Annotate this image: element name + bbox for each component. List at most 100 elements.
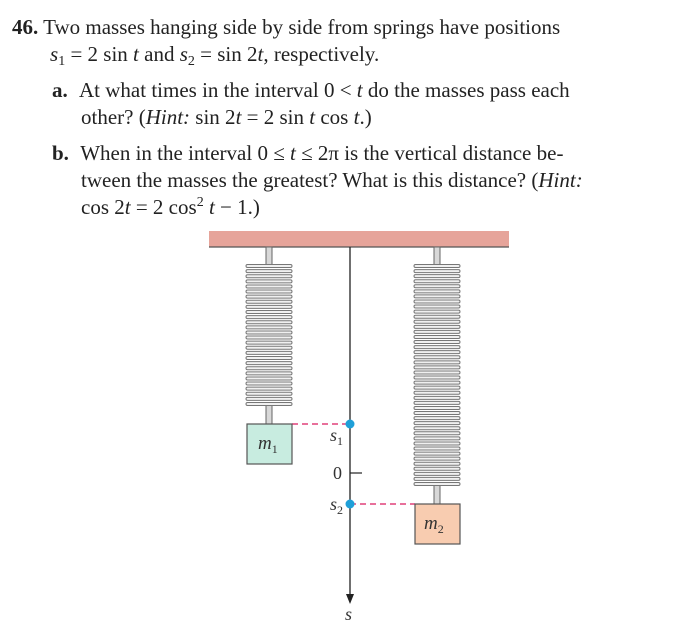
spring-coil [245, 396, 293, 401]
mass-2-m: m [424, 513, 438, 534]
part-a-hint-word: Hint: [145, 105, 191, 129]
spring-coil [413, 471, 461, 476]
part-a-line-1: a. At what times in the interval 0 < t d… [52, 77, 570, 103]
eq2-variable: s [179, 42, 188, 66]
spring-2 [413, 246, 461, 505]
s1-point [345, 419, 355, 429]
spring-coil [413, 289, 461, 294]
spring-coil [245, 325, 293, 330]
spring-coil [245, 340, 293, 345]
s-axis-label: s [345, 604, 352, 624]
spring-coil [413, 269, 461, 274]
part-b-hint-t2: t [203, 195, 215, 219]
spring-coil [413, 421, 461, 426]
part-b-hint-3: − 1.) [214, 195, 260, 219]
eq2-subscript: 2 [187, 54, 195, 69]
s-axis-arrowhead [346, 594, 354, 604]
eq2-rhs: = sin 2 [194, 42, 258, 66]
spring-coil [245, 284, 293, 289]
spring-coil [245, 304, 293, 309]
spring-coil [245, 335, 293, 340]
s1-label: s1 [330, 425, 343, 448]
spring-coil [413, 314, 461, 319]
mass-2-sub: 2 [438, 522, 444, 536]
part-a-text-2: do the masses pass each [362, 78, 570, 102]
problem-number: 46. [12, 15, 39, 39]
spring-coil [245, 320, 293, 325]
part-a-hint-1: sin 2 [190, 105, 236, 129]
spring-coil [245, 315, 293, 320]
spring-coil [413, 279, 461, 284]
part-b-hint-t1: t [124, 195, 131, 219]
mass-1-box [246, 423, 293, 465]
s1-sub: 1 [337, 434, 343, 448]
problem-line-2: s1 = 2 sin t and s2 = sin 2t, respective… [50, 41, 380, 69]
eq1-variable: s [50, 42, 59, 66]
part-b-hint-2: = 2 cos [130, 195, 197, 219]
spring-coil [413, 395, 461, 400]
mass-2-label: m2 [424, 513, 444, 536]
part-a-hint-2: = 2 sin [241, 105, 310, 129]
spring-coil [413, 334, 461, 339]
spring-coil [245, 350, 293, 355]
part-b-text-3: tween the masses the greatest? What is t… [81, 168, 539, 192]
part-b-line-1: b. When in the interval 0 ≤ t ≤ 2π is th… [52, 140, 563, 166]
spring-rod-bottom [265, 403, 273, 425]
spring-coil [413, 466, 461, 471]
part-b-line-3: cos 2t = 2 cos2 t − 1.) [81, 194, 260, 220]
spring-coil [413, 431, 461, 436]
spring-coil [413, 370, 461, 375]
spring-coil [413, 390, 461, 395]
spring-coil [413, 274, 461, 279]
spring-coil [413, 304, 461, 309]
spring-coil [413, 451, 461, 456]
part-a-hint-3: cos [315, 105, 354, 129]
part-a-hint-close: .) [359, 105, 372, 129]
spring-coil [413, 476, 461, 481]
spring-coil [413, 461, 461, 466]
spring-coil [413, 319, 461, 324]
respectively-text: , respectively. [263, 42, 380, 66]
eq1-t: t [133, 42, 139, 66]
part-a-label: a. [52, 78, 68, 102]
spring-coil [413, 380, 461, 385]
spring-coil [245, 381, 293, 386]
s2-label: s2 [330, 494, 343, 517]
spring-coil [245, 310, 293, 314]
spring-coil [245, 345, 293, 350]
spring-coil [245, 376, 293, 381]
part-a-hint-t1: t [235, 105, 242, 129]
part-a-hint-t3: t [353, 105, 360, 129]
spring-coil [413, 355, 461, 360]
spring-coil [413, 360, 461, 365]
part-b-text-1: When in the interval 0 ≤ [80, 141, 290, 165]
part-b-hint-1: cos 2 [81, 195, 125, 219]
spring-coil [413, 345, 461, 350]
zero-label: 0 [333, 463, 342, 483]
part-b-line-2: tween the masses the greatest? What is t… [81, 167, 583, 193]
spring-coil [245, 371, 293, 376]
part-b-hint-word: Hint: [538, 168, 583, 192]
part-a-text-3: other? ( [81, 105, 146, 129]
spring-1 [245, 246, 293, 425]
spring-coil [413, 436, 461, 441]
spring-coil [245, 269, 293, 274]
spring-coil [245, 356, 293, 360]
spring-coil [413, 375, 461, 380]
spring-coil [245, 264, 293, 268]
spring-coil [413, 426, 461, 431]
eq1-rhs: = 2 sin [65, 42, 134, 66]
spring-coil [245, 294, 293, 299]
spring-coil [245, 299, 293, 304]
spring-coil [413, 411, 461, 416]
spring-rod-bottom [433, 483, 441, 505]
spring-coil [413, 385, 461, 390]
spring-coil [245, 402, 293, 406]
spring-coil [413, 456, 461, 461]
spring-coil [245, 386, 293, 391]
spring-coil [413, 309, 461, 314]
part-a-hint-t2: t [309, 105, 316, 129]
spring-coil [413, 365, 461, 370]
spring-coil [413, 441, 461, 446]
